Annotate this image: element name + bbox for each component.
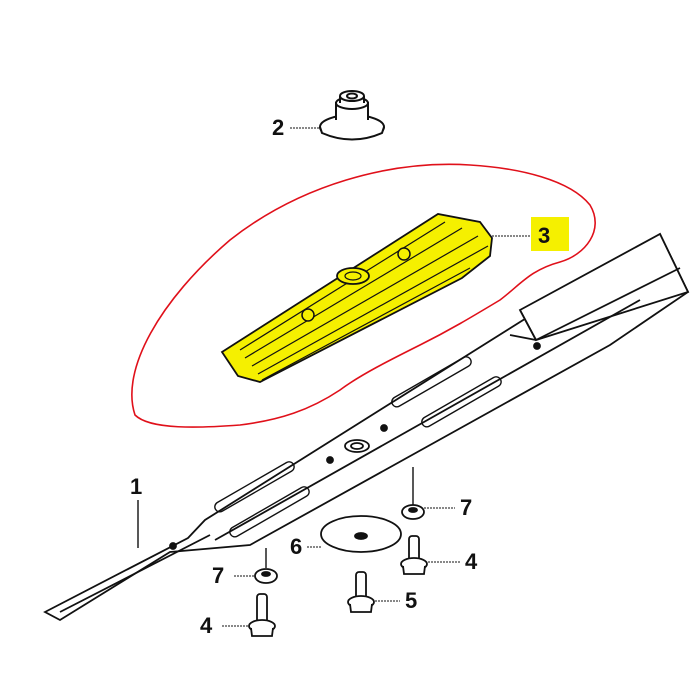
callout-5: 5 — [405, 588, 418, 613]
part-3-insert — [220, 213, 493, 383]
callout-2: 2 — [272, 115, 285, 140]
callout-7-left: 7 — [212, 563, 225, 588]
part-1-blade — [43, 232, 690, 622]
callout-4-left: 4 — [200, 613, 213, 638]
callout-1: 1 — [130, 474, 143, 499]
callout-3: 3 — [538, 223, 551, 248]
part-7-nut-right — [401, 504, 425, 520]
red-highlight-outline — [131, 163, 596, 428]
callout-3-highlight — [531, 217, 569, 251]
callout-7-right: 7 — [460, 495, 473, 520]
part-7-nut-left — [254, 568, 278, 584]
part-4-bolt-right — [400, 535, 428, 575]
part-6-washer — [320, 515, 402, 553]
part-2-hub — [319, 90, 385, 141]
part-5-bolt-center — [347, 571, 375, 613]
part-4-bolt-left — [248, 593, 276, 637]
callout-6: 6 — [290, 534, 303, 559]
callout-4-right: 4 — [465, 549, 478, 574]
